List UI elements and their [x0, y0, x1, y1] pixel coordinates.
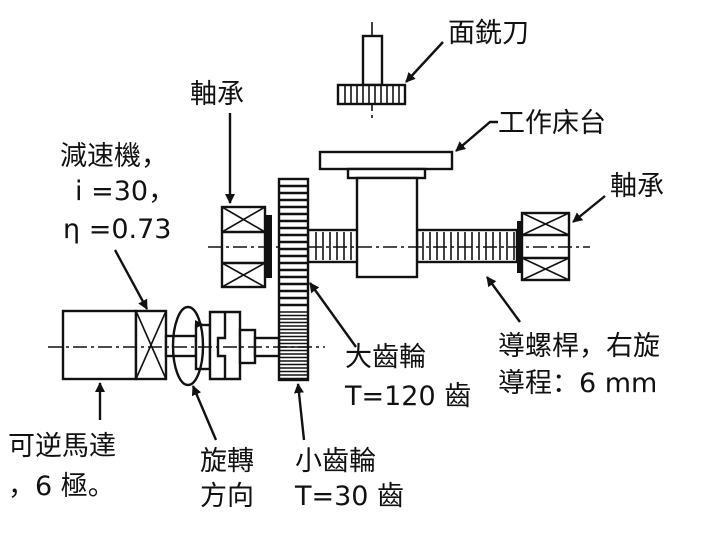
- large-gear-teeth: T=120 齒: [344, 381, 471, 412]
- reducer-efficiency: η =0.73: [63, 214, 171, 245]
- motor: [61, 309, 138, 381]
- rotation-direction-icon: [171, 305, 205, 387]
- reducer: [134, 309, 168, 381]
- motor-poles: ，6 極。: [8, 471, 115, 502]
- rotation-label-2: 方向: [200, 481, 254, 512]
- small-gear-teeth: T=30 齒: [294, 481, 404, 512]
- motor-label: 可逆馬達: [8, 431, 116, 462]
- coupling: [164, 310, 281, 381]
- lead-screw-lead: 導程：6 mm: [498, 368, 657, 399]
- lead-screw-label: 導螺桿，右旋: [498, 331, 660, 362]
- rotation-label: 旋轉: [200, 446, 254, 477]
- reducer-ratio: i =30，: [75, 176, 175, 207]
- right-bearing-label: 軸承: [610, 171, 664, 202]
- large-gear: [277, 177, 310, 382]
- face-mill-label: 面銑刀: [448, 18, 529, 49]
- work-table: [318, 150, 454, 180]
- face-mill: [336, 22, 407, 122]
- left-bearing-label: 軸承: [190, 79, 244, 110]
- small-gear-label: 小齒輪: [295, 446, 376, 477]
- work-table-label: 工作床台: [498, 108, 606, 139]
- leader-arrows: [95, 41, 606, 441]
- large-gear-label: 大齒輪: [345, 342, 426, 373]
- lead-screw: [306, 176, 519, 279]
- reducer-label: 減速機，: [60, 141, 168, 172]
